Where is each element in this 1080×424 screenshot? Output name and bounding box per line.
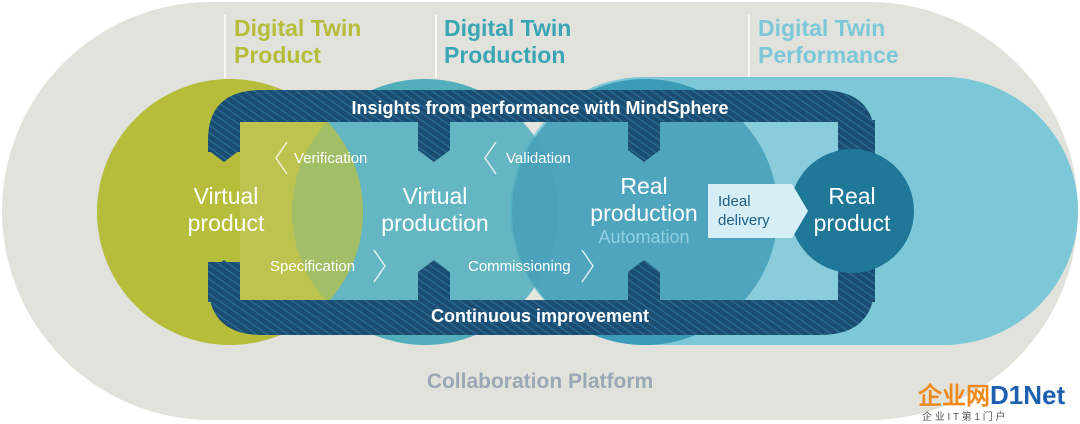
loop-notch-1 <box>208 140 240 162</box>
improvement-loop-belt <box>208 90 875 335</box>
real-production-line2: production <box>590 200 697 226</box>
loop-notch-6 <box>418 260 450 302</box>
loop-notch-3 <box>628 120 660 162</box>
header-production-line2: Production <box>444 42 565 68</box>
real-production-region <box>512 79 778 345</box>
loop-notch-2 <box>418 120 450 162</box>
validation-chevron <box>484 141 497 175</box>
loop-notch-5 <box>208 260 240 302</box>
specification-chevron <box>373 249 386 283</box>
commissioning-chevron <box>581 249 594 283</box>
real-production-line1: Real <box>620 173 667 199</box>
ideal-delivery-arrow <box>708 184 808 238</box>
ideal-delivery-line1: Ideal <box>718 193 751 210</box>
header-product-line1: Digital Twin <box>234 15 361 41</box>
real-product-circle <box>790 149 914 273</box>
specification-label: Specification <box>270 258 355 275</box>
verification-chevron <box>275 141 288 175</box>
validation-label: Validation <box>506 150 571 167</box>
loop-bottom-label: Continuous improvement <box>431 306 649 326</box>
ideal-delivery-line2: delivery <box>718 212 770 229</box>
product-region <box>97 79 363 345</box>
loop-top-label: Insights from performance with MindSpher… <box>351 98 728 118</box>
virtual-production-line1: Virtual <box>403 183 468 209</box>
header-performance-line1: Digital Twin <box>758 15 885 41</box>
real-product-line2: product <box>814 210 891 236</box>
automation-label: Automation <box>598 227 689 247</box>
verification-label: Verification <box>294 150 367 167</box>
virtual-production-line2: production <box>381 210 488 236</box>
collaboration-platform-label: Collaboration Platform <box>427 370 653 393</box>
header-production-line1: Digital Twin <box>444 15 571 41</box>
loop-notch-7 <box>628 260 660 302</box>
commissioning-label: Commissioning <box>468 258 571 275</box>
production-region <box>292 79 558 345</box>
virtual-product-line1: Virtual <box>194 183 259 209</box>
watermark-tagline: 企 业 I T 第 1 门 户 <box>922 410 1006 423</box>
header-product-line2: Product <box>234 42 321 68</box>
header-performance-line2: Performance <box>758 42 899 68</box>
virtual-product-line2: product <box>188 210 265 236</box>
watermark-brand-cn: 企业网 <box>918 382 990 410</box>
watermark-brand-en: D1Net <box>990 380 1065 410</box>
real-product-line1: Real <box>828 183 875 209</box>
